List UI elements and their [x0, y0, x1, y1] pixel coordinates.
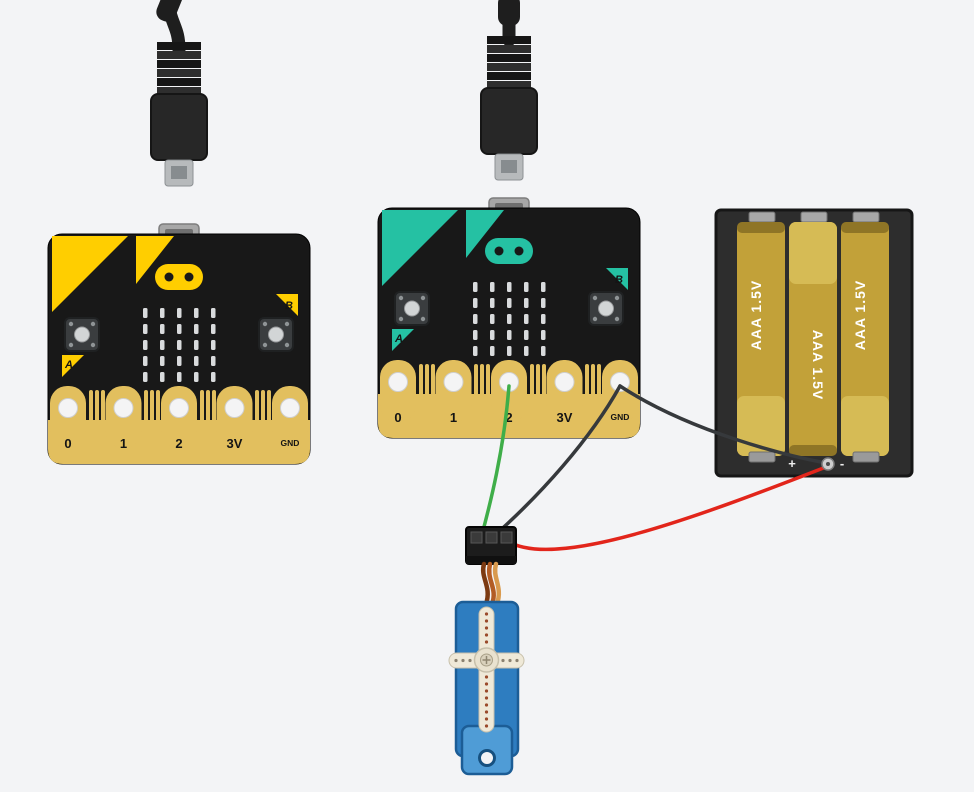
positive-terminal-label: + [788, 456, 796, 471]
connector-socket-1[interactable] [470, 531, 483, 544]
connector-socket-3[interactable] [500, 531, 513, 544]
servo-lead-braid [480, 561, 502, 607]
servo-connector[interactable] [465, 526, 517, 565]
battery-label: AAA 1.5V [810, 330, 826, 401]
usb-cable-left[interactable] [150, 0, 208, 187]
battery-aaa-3[interactable]: AAA 1.5V [841, 222, 889, 456]
battery-label: AAA 1.5V [852, 280, 868, 351]
battery-label: AAA 1.5V [748, 280, 764, 351]
servo-motor[interactable] [448, 600, 525, 776]
battery-pack[interactable]: AAA 1.5V AAA 1.5V AAA 1.5V + - [714, 208, 914, 478]
battery-aaa-2[interactable]: AAA 1.5V [789, 222, 837, 456]
usb-cable-middle[interactable] [480, 0, 538, 181]
horn-screw-icon [482, 656, 491, 664]
battery-aaa-1[interactable]: AAA 1.5V [737, 222, 785, 456]
battery-terminal-post-center [826, 462, 830, 466]
connector-ridge [466, 556, 516, 564]
wire-signal-pin2-to-servo[interactable] [479, 384, 511, 540]
servo-mount-hole [478, 749, 496, 767]
wire-power-servo-to-battery[interactable] [504, 465, 828, 552]
microbit-board-left[interactable] [47, 223, 311, 465]
wire-ground-servo-to-gnd[interactable] [492, 384, 622, 538]
negative-terminal-label: - [840, 456, 844, 471]
horn-holes-vertical [484, 612, 489, 728]
wire-ground-gnd-to-battery[interactable] [618, 384, 828, 465]
horn-holes-horizontal [454, 658, 519, 663]
connector-socket-2[interactable] [485, 531, 498, 544]
battery-contacts-top [748, 211, 880, 223]
battery-contacts-bottom [748, 451, 880, 463]
servo-horn[interactable] [448, 606, 525, 733]
